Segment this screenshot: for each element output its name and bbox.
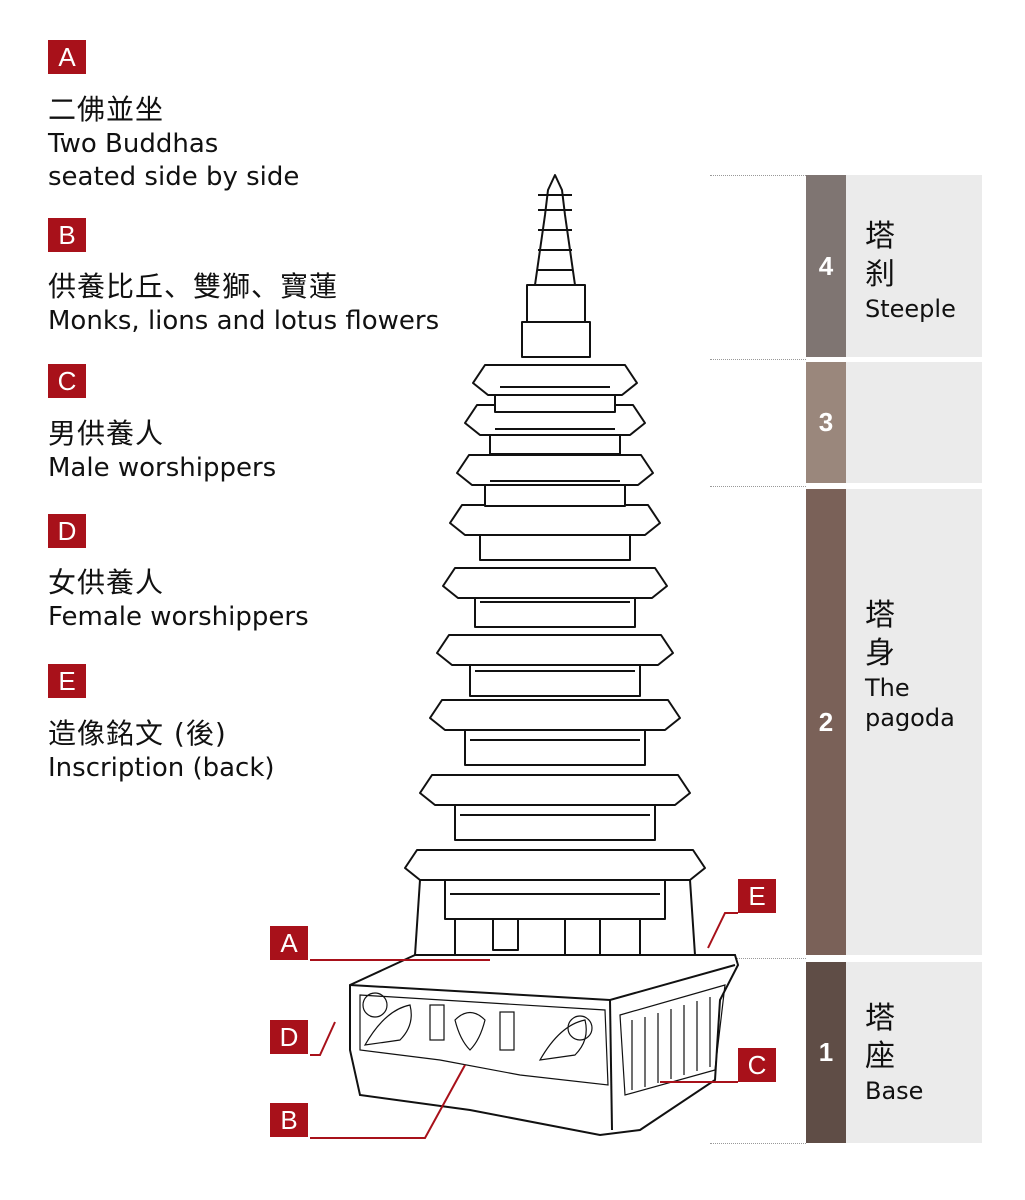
callout-lines	[310, 912, 738, 1139]
callout-d: D	[270, 1020, 308, 1054]
legend-c-zh: 男供養人	[48, 417, 165, 450]
pagoda-eave	[472, 364, 638, 396]
legend-d-en: Female worshippers	[48, 602, 309, 632]
pagoda-eave	[429, 699, 681, 731]
legend-badge-c: C	[48, 364, 86, 398]
divider	[710, 958, 806, 959]
pagoda-eave	[436, 634, 674, 666]
en-label: pagoda	[865, 704, 955, 732]
pagoda-eave	[419, 774, 691, 806]
pagoda-base	[349, 954, 740, 1137]
zh-char: 塔	[865, 598, 895, 633]
section-number-4: 4	[806, 175, 846, 357]
section-number-3: 3	[806, 362, 846, 483]
legend-b-en: Monks, lions and lotus flowers	[48, 306, 440, 336]
legend-a-en-1: Two Buddhas	[48, 129, 219, 159]
en-label: The	[865, 674, 910, 702]
zh-char: 塔	[865, 1001, 895, 1036]
section-steeple-label: 塔 刹 Steeple	[865, 218, 956, 324]
legend-badge-e: E	[48, 664, 86, 698]
legend-c-en: Male worshippers	[48, 453, 277, 483]
legend-b-zh: 供養比丘、雙獅、寶蓮	[48, 270, 339, 303]
legend-a-zh: 二佛並坐	[48, 93, 165, 126]
buddha-niche	[492, 917, 519, 951]
divider	[710, 1143, 806, 1144]
legend-badge-b: B	[48, 218, 86, 252]
legend-d-zh: 女供養人	[48, 566, 165, 599]
zh-char: 座	[865, 1039, 895, 1074]
zh-char: 身	[865, 636, 895, 671]
section-number-1: 1	[806, 962, 846, 1143]
divider	[710, 359, 806, 360]
section-steeple-bg	[846, 175, 982, 357]
pagoda-eave	[449, 504, 661, 536]
legend-e-zh: 造像銘文 (後)	[48, 717, 227, 750]
en-label: Steeple	[865, 295, 956, 323]
pagoda-eave	[456, 454, 654, 486]
legend-a-en-2: seated side by side	[48, 162, 300, 192]
en-label: Base	[865, 1077, 924, 1105]
divider	[710, 486, 806, 487]
callout-a: A	[270, 926, 308, 960]
section-base-bg	[846, 962, 982, 1143]
legend-e-en: Inscription (back)	[48, 753, 275, 783]
pagoda-eave	[404, 849, 706, 881]
divider	[710, 175, 806, 176]
steeple-mid	[526, 284, 586, 323]
section-number-2: 2	[806, 489, 846, 955]
section-base-label: 塔 座 Base	[865, 1000, 923, 1106]
legend-badge-d: D	[48, 514, 86, 548]
callout-e: E	[738, 879, 776, 913]
zh-char: 塔	[865, 219, 895, 254]
legend-badge-a: A	[48, 40, 86, 74]
section-pagoda-bg	[846, 489, 982, 955]
callout-b: B	[270, 1103, 308, 1137]
pagoda-eave	[442, 567, 668, 599]
base-reliefs	[362, 992, 711, 1090]
section-3-bg	[846, 362, 982, 483]
zh-char: 刹	[865, 257, 895, 292]
section-pagoda-label: 塔 身 The pagoda	[865, 597, 955, 733]
callout-c: C	[738, 1048, 776, 1082]
steeple-base	[521, 321, 591, 358]
